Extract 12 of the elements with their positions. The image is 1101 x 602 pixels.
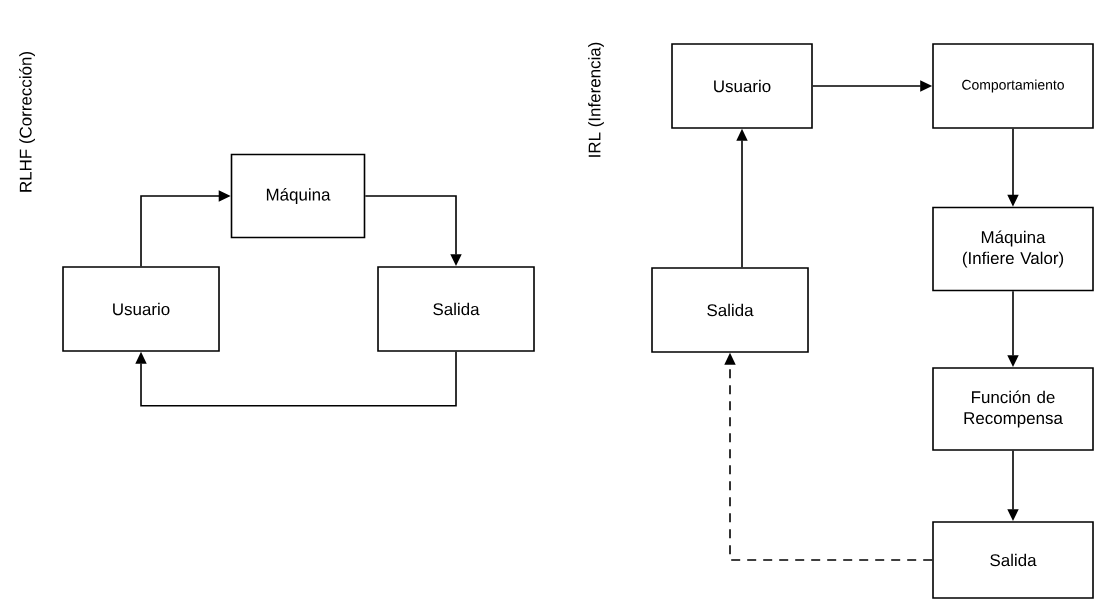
process-box: Usuario <box>671 43 813 129</box>
process-box: Salida <box>651 267 809 353</box>
process-box: Función de Recompensa <box>932 367 1094 451</box>
arrow <box>135 351 457 407</box>
process-box: Salida <box>932 521 1094 599</box>
process-box: Usuario <box>62 266 220 352</box>
process-box: Máquina <box>230 153 366 239</box>
process-box: Salida <box>377 266 535 352</box>
process-box: Máquina (Infiere Valor) <box>932 206 1094 292</box>
side-title: IRL (Inferencia) <box>588 42 604 157</box>
side-title: RLHF (Corrección) <box>19 52 35 192</box>
process-box: Comportamiento <box>932 43 1094 129</box>
